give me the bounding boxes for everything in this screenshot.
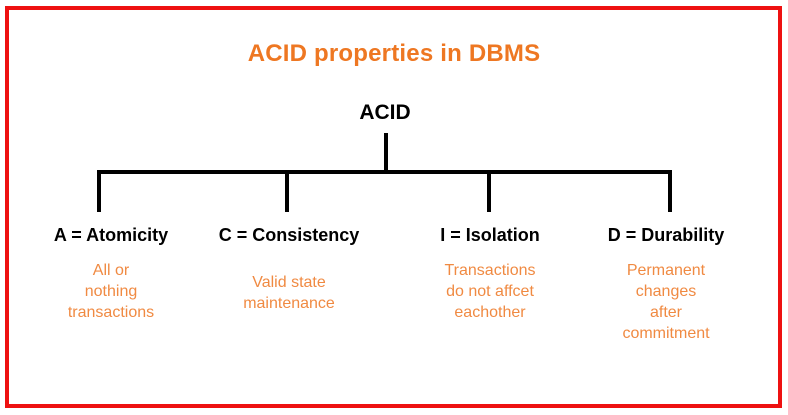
connector-drop-isolation [487,170,491,212]
branch-label-isolation: I = Isolation [440,225,540,245]
branch-description-consistency: Valid state maintenance [196,272,382,314]
description-line: after [649,304,682,322]
description-line: commitment [622,325,710,343]
description-line: eachother [454,304,526,322]
branch-label-durability: D = Durability [607,225,725,245]
description-line: Transactions [444,261,536,279]
connector-drop-consistency [285,170,289,212]
branch-atomicity: A = Atomicity All or nothing transaction… [20,225,202,323]
branch-label-atomicity: A = Atomicity [53,225,169,245]
description-line: Valid state [252,273,326,291]
connector-drop-durability [668,170,672,212]
branch-description-isolation: Transactions do not affcet eachother [404,260,576,323]
description-line: do not affcet [446,282,534,300]
description-line: changes [635,282,697,300]
description-line: All or [92,261,130,279]
description-line: maintenance [243,294,335,312]
root-connector-stem [384,133,388,172]
branch-isolation: I = Isolation Transactions do not affcet… [404,225,576,323]
description-line: transactions [67,304,155,322]
branch-durability: D = Durability Permanent changes after c… [578,225,754,344]
branch-description-durability: Permanent changes after commitment [578,260,754,344]
connector-drop-atomicity [97,170,101,212]
horizontal-connector-bar [97,170,672,174]
root-node-acid: ACID [359,101,411,124]
branch-description-atomicity: All or nothing transactions [20,260,202,323]
red-border-frame [5,6,782,408]
branch-label-consistency: C = Consistency [218,225,360,245]
description-line: Permanent [626,261,706,279]
page-title: ACID properties in DBMS [247,40,541,67]
branch-consistency: C = Consistency Valid state maintenance [196,225,382,314]
description-line: nothing [84,282,138,300]
